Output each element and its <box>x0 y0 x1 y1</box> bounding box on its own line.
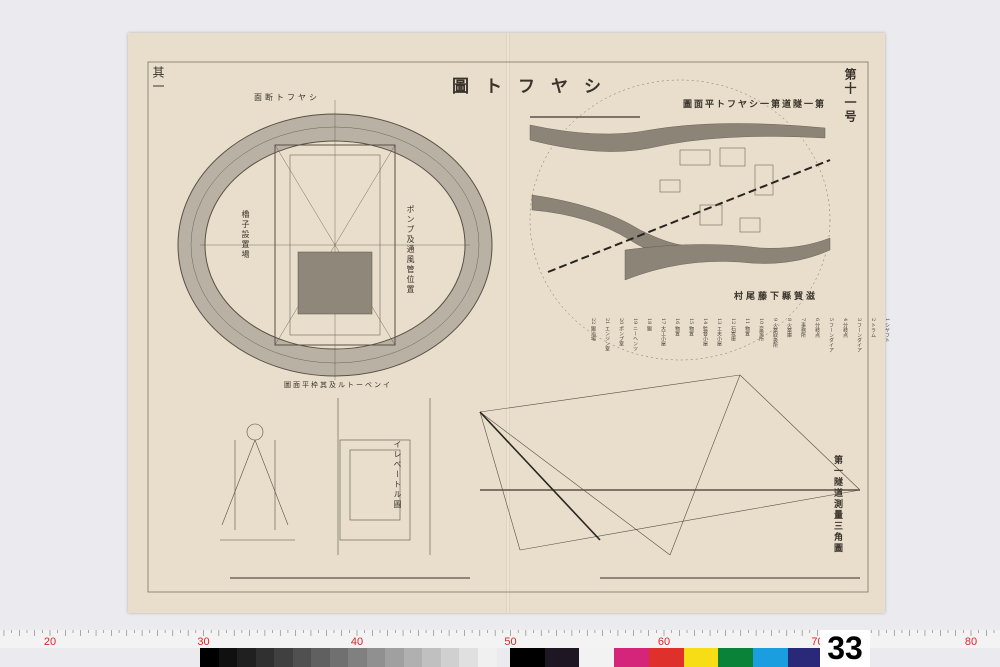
page-fold <box>506 33 510 613</box>
gray-patch <box>292 648 312 667</box>
legend-item: 22 鍛冶場 <box>590 318 596 341</box>
legend-item: 15 物置 <box>688 318 694 336</box>
color-patch <box>510 648 545 667</box>
color-patch <box>752 648 788 667</box>
legend-item: 9 火薬取扱所 <box>772 318 778 348</box>
location-label: 村尾藤下縣賀滋 <box>734 292 819 302</box>
color-patch <box>614 648 650 667</box>
legend-item: 21 エンジン室 <box>604 318 610 351</box>
color-patch <box>787 648 823 667</box>
legend-item: 20 ポンプ室 <box>618 318 624 346</box>
color-patch <box>579 648 615 667</box>
elevator-drawing <box>220 398 470 579</box>
gray-patch <box>366 648 386 667</box>
legend-item: 13 エ夫小屋 <box>716 318 722 346</box>
color-patch <box>718 648 754 667</box>
ruler-label: 50 <box>504 636 517 648</box>
page-title: 圖トフヤシ <box>452 77 617 97</box>
shaft-section-drawing <box>177 100 493 380</box>
gray-patch <box>403 648 423 667</box>
legend-item: 19 ニーヘンツ <box>632 318 638 351</box>
site-plan-drawing <box>529 79 831 361</box>
section-title: 面断トフヤシ <box>254 93 320 102</box>
triangulation-drawing <box>479 374 861 579</box>
yagura-label: 櫓子設置場 <box>241 210 250 260</box>
gray-patch <box>329 648 349 667</box>
gray-patch <box>422 648 441 667</box>
legend-item: 17 大工小屋 <box>660 318 666 346</box>
gray-patch <box>385 648 404 667</box>
legend-item: 14 監督小屋 <box>702 318 708 346</box>
legend-item: 5 フーンダイア <box>828 318 834 353</box>
ruler-label: 20 <box>43 636 57 648</box>
pump-label: ポンプ及通風管位置 <box>406 205 415 295</box>
ruler-label: 80 <box>964 636 978 648</box>
gray-patch <box>477 648 497 667</box>
legend-item: 3 フーンダイア <box>856 318 862 353</box>
legend-item: 18 鍛 <box>646 318 652 331</box>
legend-item: 6 分岐点 <box>814 318 820 338</box>
legend-item: 11 物置 <box>744 318 750 336</box>
legend-item: 10 変電所 <box>758 318 764 341</box>
gray-patch <box>348 648 367 667</box>
gray-patch <box>274 648 293 667</box>
legend-item: 16 物置 <box>674 318 680 336</box>
ruler-label: 60 <box>657 636 671 648</box>
gray-patch <box>237 648 256 667</box>
color-patch <box>648 648 684 667</box>
color-calibration-card <box>0 648 1000 667</box>
legend-item: 2 トラム <box>870 318 876 338</box>
legend-item: 12 石炭庫 <box>730 318 736 341</box>
card-tag: 33 <box>820 630 870 667</box>
frame-border <box>147 61 869 593</box>
sheet-label: 其一 <box>151 66 165 94</box>
legend-item: 4 分岐点 <box>842 318 848 338</box>
legend-item: 1 シヤフト <box>884 318 890 343</box>
ruler-label: 40 <box>350 636 364 648</box>
ruler-ticks <box>3 630 995 636</box>
gray-patch <box>459 648 478 667</box>
gray-patch <box>440 648 460 667</box>
gray-patch <box>200 648 219 667</box>
triangulation-title: 第一隧道測量三角圖 <box>832 455 842 554</box>
color-patch <box>683 648 719 667</box>
legend-item: 8 火薬庫 <box>786 318 792 338</box>
plate-number: 第十一号 <box>843 68 857 124</box>
color-patch <box>544 648 580 667</box>
plan-title: 圖面平トフヤシ一第道隧一第 <box>683 100 827 110</box>
elevator-label: イレベートル圖 <box>393 440 402 510</box>
gray-patch <box>218 648 238 667</box>
gray-patch <box>311 648 330 667</box>
gray-patch <box>255 648 275 667</box>
legend-item: 7 事務所 <box>800 318 806 338</box>
elevator-plan-title: 圖面平枠其及ルトーベンイ <box>284 381 392 389</box>
ruler-label: 30 <box>197 636 210 648</box>
site-legend: 1 シヤフト 2 トラム 3 フーンダイア 4 分岐点 5 フーンダイア 6 分岐点 7 事… <box>590 318 891 353</box>
